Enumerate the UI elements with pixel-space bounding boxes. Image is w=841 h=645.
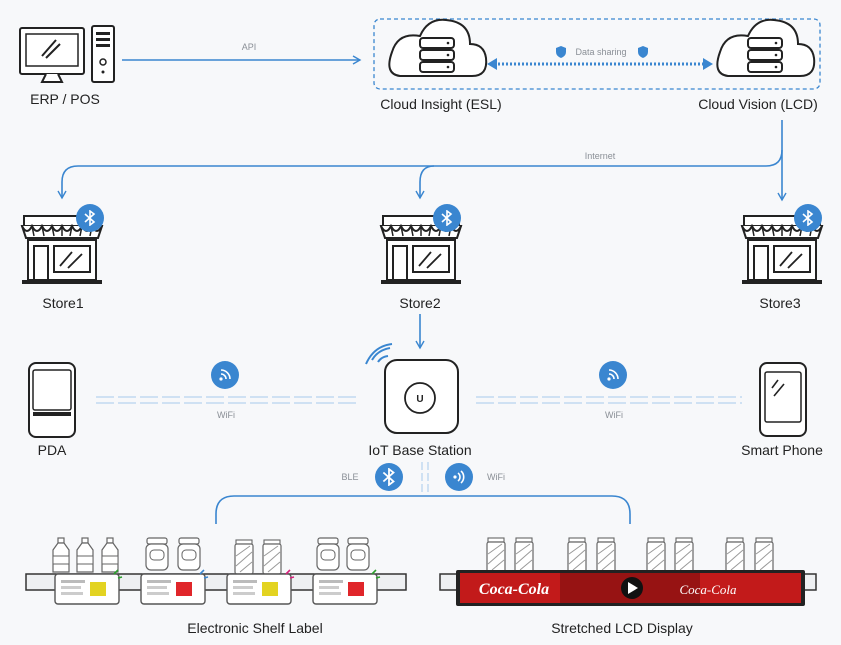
wifi-bottom-label: WiFi bbox=[487, 472, 505, 482]
wifi-band-right bbox=[476, 396, 742, 404]
bluetooth-icon bbox=[794, 204, 822, 232]
wifi-left-label: WiFi bbox=[217, 410, 235, 420]
shield-icon bbox=[638, 46, 648, 58]
wifi-icon bbox=[211, 361, 239, 389]
erp-pos-label: ERP / POS bbox=[30, 91, 100, 107]
erp-pos-icon bbox=[19, 25, 115, 83]
station-logo: U bbox=[416, 394, 423, 405]
esl-label: Electronic Shelf Label bbox=[187, 620, 323, 636]
smart-phone-icon bbox=[759, 362, 807, 437]
iot-base-station-icon bbox=[365, 343, 459, 434]
cloud-insight-label: Cloud Insight (ESL) bbox=[380, 96, 502, 112]
lcd-brand-logo: Coca-Cola bbox=[479, 581, 549, 598]
wifi-band-left bbox=[96, 396, 356, 404]
station-label: IoT Base Station bbox=[368, 442, 472, 458]
cloud-vision-icon bbox=[716, 18, 816, 77]
data-sharing-label: Data sharing bbox=[575, 47, 627, 57]
cloud-group-frame bbox=[373, 18, 821, 90]
internet-connector bbox=[57, 120, 787, 202]
store1-label: Store1 bbox=[42, 295, 84, 311]
bluetooth-icon bbox=[76, 204, 104, 232]
esl-tag bbox=[54, 569, 123, 605]
wifi-icon bbox=[445, 463, 473, 491]
esl-tag bbox=[312, 569, 381, 605]
wifi-icon bbox=[599, 361, 627, 389]
cloud-insight-icon bbox=[388, 18, 488, 77]
internet-label: Internet bbox=[584, 151, 616, 161]
cloud-vision-label: Cloud Vision (LCD) bbox=[698, 96, 818, 112]
esl-tag bbox=[140, 569, 209, 605]
store2-label: Store2 bbox=[399, 295, 441, 311]
esl-tag bbox=[226, 569, 295, 605]
ble-label: BLE bbox=[341, 472, 359, 482]
ble-icon bbox=[375, 463, 403, 491]
smart-phone-label: Smart Phone bbox=[741, 442, 823, 458]
api-label: API bbox=[241, 42, 257, 52]
lcd-display bbox=[456, 570, 805, 606]
pda-icon bbox=[28, 362, 76, 438]
shield-icon bbox=[556, 46, 566, 58]
bluetooth-icon bbox=[433, 204, 461, 232]
lcd-brand-logo-2: Coca-Cola bbox=[679, 582, 737, 597]
lcd-label: Stretched LCD Display bbox=[551, 620, 693, 636]
bottom-connector bbox=[215, 495, 631, 524]
store3-label: Store3 bbox=[759, 295, 801, 311]
pda-label: PDA bbox=[37, 442, 67, 458]
wifi-band-vertical bbox=[421, 462, 429, 492]
wifi-right-label: WiFi bbox=[605, 410, 623, 420]
data-sharing-connector bbox=[487, 58, 713, 70]
